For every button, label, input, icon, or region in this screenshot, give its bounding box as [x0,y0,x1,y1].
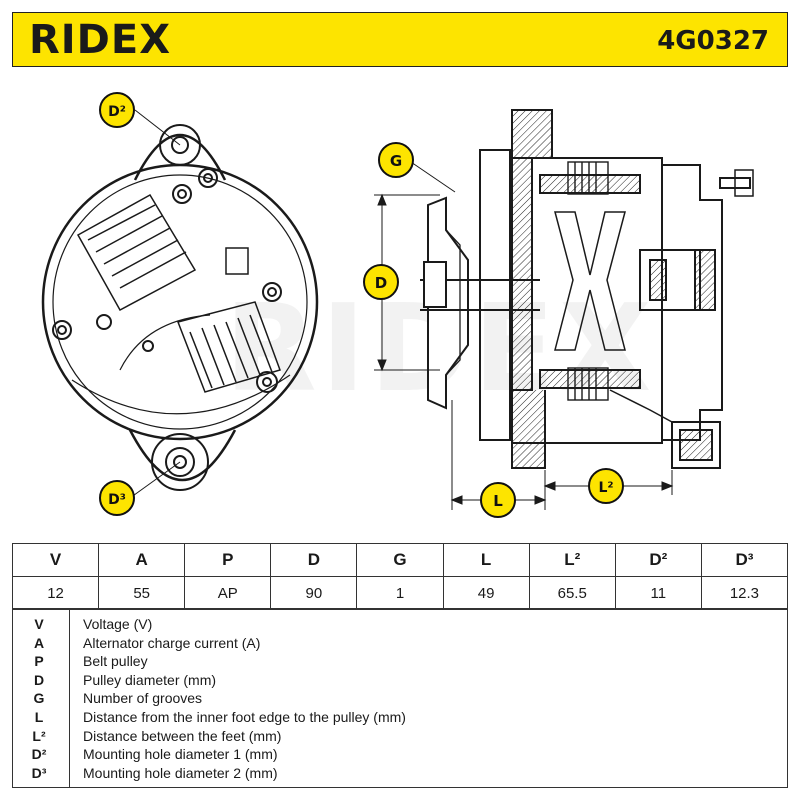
callout-g-label: G [390,152,402,170]
spec-value-cell: 12 [11,576,100,610]
rectifier-block [76,193,197,312]
callout-l2: L² [588,468,624,504]
callout-d3-label: D³ [108,492,126,508]
callout-d2: D² [99,92,135,128]
legend-symbol: A [33,634,45,651]
spec-value-cell: AP [184,576,272,610]
spec-value-cell: 65.5 [528,576,616,610]
legend-symbol: D³ [31,764,47,781]
spec-header-cell: V [11,543,100,577]
legend-description: Alternator charge current (A) [83,634,261,651]
legend-row: D³ Mounting hole diameter 2 (mm) [13,764,789,782]
legend-symbol: P [34,653,44,670]
callout-d: D [363,264,399,300]
spec-header-cell: D³ [700,543,789,577]
legend-symbol: G [33,690,45,707]
stator-windings [567,161,609,401]
legend-description: Distance between the feet (mm) [83,727,282,744]
legend-row: D² Mounting hole diameter 1 (mm) [13,745,789,763]
callout-l-label: L [493,492,503,510]
spec-header-cell: L [442,543,530,577]
legend-description: Distance from the inner foot edge to the… [83,709,406,725]
legend-description: Belt pulley [83,653,148,670]
spec-header-cell: L² [528,543,616,577]
legend-row: L² Distance between the feet (mm) [13,727,789,745]
spec-header-cell: G [356,543,444,577]
legend-description: Pulley diameter (mm) [83,671,217,688]
legend-symbol: L [34,709,44,725]
callout-g: G [378,142,414,178]
regulator-block [176,247,281,393]
spec-value-cell: 49 [442,576,530,610]
spec-value-cell: 12.3 [700,576,789,610]
spec-value-cell: 11 [614,576,702,610]
legend-row: D Pulley diameter (mm) [13,671,789,689]
callout-d2-label: D² [108,104,126,120]
legend-description: Mounting hole diameter 2 (mm) [83,764,278,781]
legend-row: G Number of grooves [13,689,789,707]
side-view [420,109,754,469]
legend-symbol: L² [32,727,46,744]
legend-divider [69,609,70,787]
front-view [41,124,319,491]
ridex-logo: RIDEX [29,17,172,63]
legend-row: P Belt pulley [13,652,789,670]
callout-d-label: D [375,274,387,292]
legend-symbol: V [34,616,44,632]
callout-l: L [480,482,516,518]
spec-header-cell: P [184,543,272,577]
brand-header: RIDEX 4G0327 [12,12,788,67]
legend-row: V Voltage (V) [13,615,789,633]
spec-header-cell: D [270,543,358,577]
part-number: 4G0327 [657,26,769,56]
spec-header-cell: D² [614,543,702,577]
legend-symbol: D [33,671,45,688]
spec-header-cell: A [98,543,186,577]
spec-value-cell: 55 [98,576,186,610]
legend-symbol: D² [31,746,47,763]
legend: V Voltage (V) A Alternator charge current (… [12,608,788,788]
pulley [427,149,511,441]
legend-row: L Distance from the inner foot edge to th… [13,708,789,726]
callout-d3: D³ [99,480,135,516]
legend-description: Number of grooves [83,690,203,707]
spec-value-cell: 1 [356,576,444,610]
housing-bolts [52,168,282,393]
legend-description: Mounting hole diameter 1 (mm) [83,746,278,763]
callout-l2-label: L² [598,480,613,496]
technical-drawing: D² D³ G D L L² [41,92,754,518]
spec-value-cell: 90 [270,576,358,610]
legend-row: A Alternator charge current (A) [13,634,789,652]
legend-description: Voltage (V) [83,616,153,632]
